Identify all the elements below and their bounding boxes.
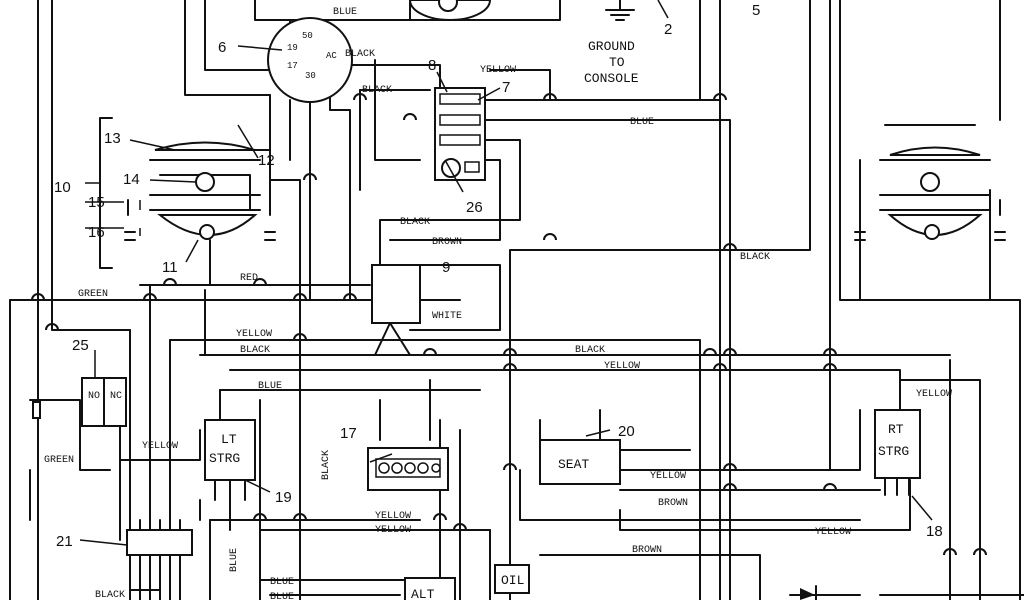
wire-label: BLACK bbox=[321, 450, 332, 480]
ref-12: 12 bbox=[258, 152, 275, 169]
wire-label: YELLOW bbox=[375, 511, 411, 522]
wire-label: YELLOW bbox=[916, 389, 952, 400]
component-17 bbox=[367, 447, 449, 491]
lt-strg-label-2: STRG bbox=[209, 451, 240, 466]
seat-switch: SEAT bbox=[539, 439, 621, 485]
wire-crossovers bbox=[31, 93, 987, 556]
right-headlight bbox=[854, 124, 1006, 241]
nc-label: NC bbox=[110, 391, 122, 402]
wire-label: BLUE bbox=[630, 117, 654, 128]
ground-label-3: CONSOLE bbox=[584, 71, 639, 86]
component-21 bbox=[126, 519, 193, 556]
left-headlight bbox=[99, 117, 276, 269]
wire-label: BROWN bbox=[432, 237, 462, 248]
ground-label-1: GROUND bbox=[588, 39, 635, 54]
callouts bbox=[79, 0, 933, 546]
terminal-ac: AC bbox=[326, 51, 337, 61]
terminal-50: 50 bbox=[302, 31, 313, 41]
ref-10: 10 bbox=[54, 179, 71, 196]
ref-26: 26 bbox=[466, 199, 483, 216]
ref-13: 13 bbox=[104, 130, 121, 147]
wire-label: BLUE bbox=[270, 592, 294, 600]
terminal-19: 19 bbox=[287, 43, 298, 53]
wire-label: GREEN bbox=[78, 289, 108, 300]
wire-label: BLUE bbox=[229, 548, 240, 572]
ref-25: 25 bbox=[72, 337, 89, 354]
ref-18: 18 bbox=[926, 523, 943, 540]
component-9 bbox=[371, 264, 421, 356]
rt-strg-label-2: STRG bbox=[878, 444, 909, 459]
ref-19: 19 bbox=[275, 489, 292, 506]
wire-label: BLACK bbox=[345, 49, 375, 60]
terminal-30: 30 bbox=[305, 71, 316, 81]
ref-5: 5 bbox=[752, 2, 760, 19]
wire-label: BLACK bbox=[95, 590, 125, 600]
no-label: NO bbox=[88, 391, 100, 402]
ref-9: 9 bbox=[442, 259, 450, 276]
wire-label: BLUE bbox=[270, 577, 294, 588]
ref-7: 7 bbox=[502, 79, 510, 96]
ref-14: 14 bbox=[123, 171, 140, 188]
ref-17: 17 bbox=[340, 425, 357, 442]
wire-network bbox=[9, 0, 1024, 600]
ref-6: 6 bbox=[218, 39, 226, 56]
ref-2: 2 bbox=[664, 21, 672, 38]
ground-label-2: TO bbox=[609, 55, 625, 70]
ground-symbol bbox=[605, 9, 635, 21]
diode bbox=[800, 585, 817, 600]
lt-strg-switch: LT STRG bbox=[204, 419, 256, 501]
wire-label: BLACK bbox=[362, 85, 392, 96]
wire-label: WHITE bbox=[432, 311, 462, 322]
wire-label: YELLOW bbox=[375, 525, 411, 536]
oil-label: OIL bbox=[501, 573, 524, 588]
switch-25: NO NC bbox=[32, 377, 127, 427]
wire-label: BLACK bbox=[400, 217, 430, 228]
ref-16: 16 bbox=[88, 224, 105, 241]
alt-label: ALT bbox=[411, 587, 435, 600]
wire-labels: BLUE BLACK BLACK YELLOW BLUE BLACK BROWN… bbox=[44, 7, 952, 600]
wire-label: BROWN bbox=[632, 545, 662, 556]
top-meter bbox=[408, 0, 492, 21]
wire-label: RED bbox=[240, 273, 258, 284]
wire-label: BROWN bbox=[658, 498, 688, 509]
rt-strg-switch: RT STRG bbox=[874, 409, 921, 496]
ignition-switch: 50 19 17 30 AC bbox=[267, 17, 353, 103]
oil-sensor: OIL bbox=[494, 564, 530, 594]
wire-label: YELLOW bbox=[480, 65, 516, 76]
ref-8: 8 bbox=[428, 57, 436, 74]
ref-20: 20 bbox=[618, 423, 635, 440]
ref-21: 21 bbox=[56, 533, 73, 550]
ref-15: 15 bbox=[88, 194, 105, 211]
wire-label: BLACK bbox=[240, 345, 270, 356]
wire-label: BLACK bbox=[575, 345, 605, 356]
ref-11: 11 bbox=[162, 259, 178, 276]
relay-module-8 bbox=[434, 87, 486, 181]
wire-label: YELLOW bbox=[815, 527, 851, 538]
wire-label: YELLOW bbox=[236, 329, 272, 340]
wire-label: YELLOW bbox=[604, 361, 640, 372]
lt-strg-label-1: LT bbox=[221, 432, 237, 447]
wire-label: YELLOW bbox=[650, 471, 686, 482]
wire-label: GREEN bbox=[44, 455, 74, 466]
rt-strg-label-1: RT bbox=[888, 422, 904, 437]
wire-label: BLUE bbox=[333, 7, 357, 18]
wire-label: BLACK bbox=[740, 252, 770, 263]
alternator: ALT bbox=[404, 577, 456, 600]
seat-label: SEAT bbox=[558, 457, 589, 472]
terminal-17: 17 bbox=[287, 61, 298, 71]
wire-label: BLUE bbox=[258, 381, 282, 392]
wire-label: YELLOW bbox=[142, 441, 178, 452]
